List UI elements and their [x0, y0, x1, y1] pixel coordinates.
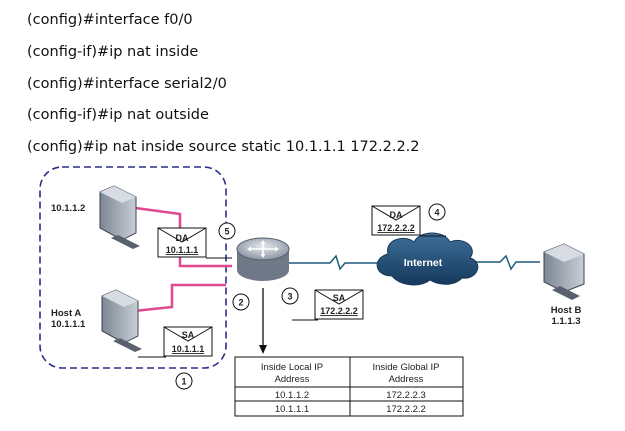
command-list: (config)#interface f0/0 (config-if)#ip n…: [27, 8, 607, 167]
step-5-marker: [218, 222, 236, 240]
packet-da-local: DA 10.1.1.1: [157, 227, 232, 259]
internet-label: Internet: [404, 257, 443, 269]
packet-sa-local: SA 10.1.1.1: [138, 326, 213, 358]
table-cell: 10.1.1.1: [275, 404, 309, 415]
command-line: (config)#ip nat inside source static 10.…: [27, 139, 420, 156]
packet-address: 172.2.2.2: [377, 223, 415, 233]
pc-top-icon: [99, 185, 140, 249]
step-3-marker: [281, 287, 299, 305]
inside-links: [127, 205, 232, 313]
packet-field: DA: [176, 233, 189, 243]
host-a-icon: [101, 289, 142, 352]
step-number: 1: [181, 377, 186, 387]
table-cell: 172.2.2.2: [386, 404, 426, 415]
table-cell: 10.1.1.2: [275, 390, 309, 401]
packet-sa-global: SA 172.2.2.2: [292, 289, 364, 321]
table-cell: 172.2.2.3: [386, 390, 426, 401]
table-header-inside-global-1: Inside Global IP: [372, 362, 439, 373]
step-4-marker: [428, 203, 446, 221]
wan-links: [285, 254, 540, 271]
step-number: 2: [238, 298, 243, 308]
host-b-icon: [543, 243, 585, 300]
command-line: (config-if)#ip nat inside: [27, 43, 199, 60]
nat-table: [234, 356, 464, 417]
step-number: 5: [224, 227, 229, 237]
arrow-head-icon: [259, 345, 267, 354]
packet-field: SA: [182, 330, 195, 340]
inside-network-boundary: [39, 166, 227, 369]
host-a-label: Host A: [51, 308, 81, 319]
step-number: 3: [287, 292, 292, 302]
packet-field: SA: [333, 293, 346, 303]
step-number: 4: [434, 208, 439, 218]
table-header-inside-local-2: Address: [275, 374, 310, 385]
host-a-ip: 10.1.1.1: [51, 319, 86, 330]
pc-top-ip: 10.1.1.2: [51, 203, 85, 214]
packet-field: DA: [390, 210, 403, 220]
step-1-marker: [175, 372, 193, 390]
host-b-label: Host B: [551, 305, 582, 316]
table-header-inside-global-2: Address: [389, 374, 424, 385]
command-line: (config)#interface f0/0: [27, 12, 193, 28]
host-b-ip: 1.1.1.3: [551, 316, 580, 327]
command-line: (config-if)#ip nat outside: [27, 107, 209, 124]
packet-address: 10.1.1.1: [166, 245, 199, 255]
router-icon: [236, 237, 290, 281]
internet-cloud-icon: [376, 232, 479, 286]
command-line: (config)#interface serial2/0: [27, 75, 227, 92]
packet-da-global: DA 172.2.2.2: [371, 205, 446, 237]
step-2-marker: [232, 293, 250, 311]
table-header-inside-local-1: Inside Local IP: [261, 362, 323, 373]
packet-address: 172.2.2.2: [320, 306, 358, 316]
packet-address: 10.1.1.1: [172, 344, 205, 354]
